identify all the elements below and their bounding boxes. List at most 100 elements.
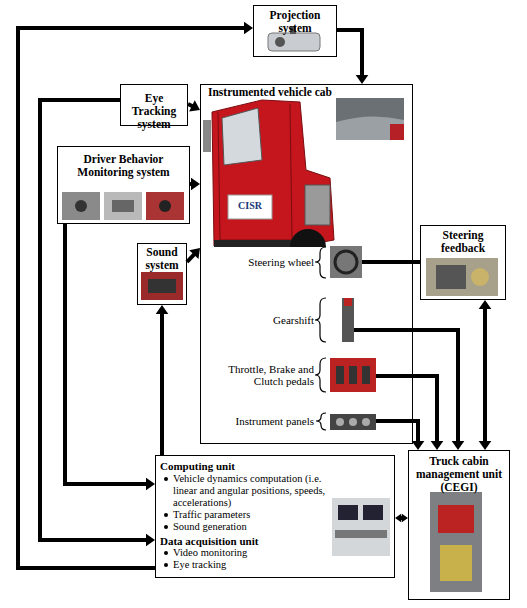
computer-photo bbox=[332, 498, 390, 556]
motor-photo bbox=[426, 258, 498, 296]
projector-image bbox=[268, 33, 320, 51]
gauge bbox=[349, 418, 357, 426]
truck-logo-plate bbox=[228, 195, 272, 219]
text-column: Computing unitVehicle dynamics computati… bbox=[160, 460, 332, 571]
instrument-panel-photo bbox=[330, 414, 376, 430]
truck-step bbox=[214, 240, 292, 247]
screen-cab bbox=[390, 124, 404, 140]
bullet-text: Sound generation bbox=[173, 521, 247, 533]
cegi-box: Truck cabin management unit (CEGI) bbox=[408, 450, 510, 600]
steering-wheel-photo bbox=[330, 246, 362, 278]
connector bbox=[413, 330, 464, 450]
gauge bbox=[362, 418, 370, 426]
arrow-head bbox=[412, 441, 425, 450]
connector bbox=[412, 421, 425, 450]
screen-road bbox=[336, 116, 404, 140]
box-title: Projection system bbox=[256, 9, 334, 35]
arrow-head bbox=[479, 441, 492, 450]
connector bbox=[479, 300, 492, 450]
steering-wheel-ring bbox=[335, 251, 357, 273]
connector bbox=[413, 376, 443, 450]
monitor bbox=[363, 505, 383, 520]
bullet-dot bbox=[164, 563, 168, 567]
bullet-row: Eye tracking bbox=[160, 559, 332, 571]
bullet-row: Sound generation bbox=[160, 521, 332, 533]
part-label: Instrument panels bbox=[224, 415, 314, 427]
bullet-row: Vehicle dynamics computation (i.e. linea… bbox=[160, 473, 332, 509]
part-label: Gearshift bbox=[244, 314, 314, 326]
part-label: Throttle, Brake and Clutch pedals bbox=[220, 363, 314, 387]
cegi-board bbox=[438, 505, 474, 533]
gearshift-photo bbox=[342, 298, 354, 342]
bullet-text: Vehicle dynamics computation (i.e. linea… bbox=[173, 473, 332, 509]
connector-line bbox=[337, 30, 362, 77]
truck-grille bbox=[305, 185, 330, 225]
connector-line bbox=[413, 421, 418, 443]
arrow-head bbox=[395, 514, 401, 523]
truck-wheel bbox=[290, 229, 326, 247]
connector bbox=[188, 100, 200, 111]
brace bbox=[315, 358, 326, 392]
device-box: Sound system bbox=[137, 243, 187, 305]
device-box: Projection system bbox=[253, 5, 337, 57]
pedal bbox=[362, 366, 370, 384]
device-box: Steering feedback bbox=[420, 225, 506, 300]
projector-lens bbox=[275, 37, 285, 47]
computing-box: Computing unitVehicle dynamics computati… bbox=[155, 455, 395, 578]
cegi-photo bbox=[430, 492, 482, 592]
bullet-row: Video monitoring bbox=[160, 547, 332, 559]
connector-line bbox=[413, 376, 437, 443]
logo-text: CISR bbox=[228, 200, 272, 212]
bullet-dot bbox=[164, 525, 168, 529]
camera-photo bbox=[62, 192, 100, 220]
motor-gear bbox=[471, 268, 489, 286]
arrow-head bbox=[431, 441, 444, 450]
connector-line bbox=[483, 307, 487, 443]
brace bbox=[315, 247, 326, 278]
section-heading: Data acquisition unit bbox=[160, 535, 332, 548]
leader-wire bbox=[376, 374, 413, 378]
connector bbox=[337, 30, 368, 84]
arrow-head bbox=[244, 22, 253, 35]
pedals-photo bbox=[330, 358, 376, 392]
box-title: Truck cabin management unit (CEGI) bbox=[411, 455, 507, 494]
arrow-head bbox=[191, 178, 200, 191]
camera-body bbox=[112, 200, 134, 212]
box-title: Instrumented vehicle cab bbox=[208, 86, 405, 99]
camera-lens bbox=[159, 200, 171, 212]
pedal bbox=[349, 366, 357, 384]
camera-lens bbox=[75, 200, 87, 212]
box-title: Sound system bbox=[139, 246, 185, 272]
connector bbox=[413, 262, 420, 263]
connector bbox=[190, 178, 200, 191]
camera-photo bbox=[146, 192, 184, 220]
arrow-head bbox=[452, 441, 465, 450]
connector bbox=[156, 305, 169, 455]
bullet-row: Traffic parameters bbox=[160, 509, 332, 521]
motor-body bbox=[436, 265, 466, 289]
desk bbox=[335, 530, 387, 538]
leader-wire bbox=[354, 328, 413, 332]
connector-line bbox=[65, 224, 148, 484]
arrow-head bbox=[146, 478, 155, 491]
gauge bbox=[336, 418, 344, 426]
arrow-head bbox=[189, 248, 200, 259]
bullet-text: Traffic parameters bbox=[173, 509, 250, 521]
connector bbox=[187, 248, 200, 262]
truck-cab-body bbox=[212, 100, 334, 246]
device-box: Eye Tracking system bbox=[120, 84, 188, 126]
truck-window bbox=[222, 108, 262, 165]
part-label: Steering wheel bbox=[232, 256, 314, 268]
connector bbox=[65, 224, 155, 490]
arrow-head bbox=[156, 305, 169, 314]
cegi-board bbox=[440, 545, 472, 581]
speaker-photo bbox=[141, 272, 183, 300]
bullet-text: Eye tracking bbox=[173, 559, 226, 571]
pedal bbox=[336, 366, 344, 384]
box-title: Steering feedback bbox=[423, 229, 503, 255]
bullet-text: Video monitoring bbox=[173, 547, 247, 559]
box-title: Eye Tracking system bbox=[123, 92, 185, 131]
connector-line bbox=[413, 330, 458, 443]
screen-photo bbox=[336, 98, 404, 140]
